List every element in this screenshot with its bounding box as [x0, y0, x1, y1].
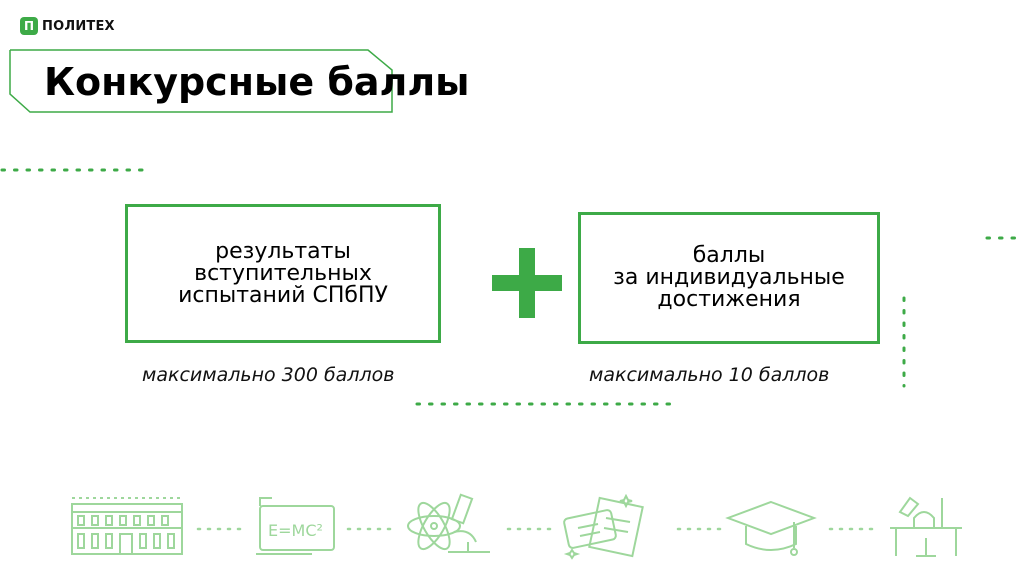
dotted-line-vertical: [902, 296, 906, 388]
politech-logo: П ПОЛИТЕХ: [20, 17, 115, 35]
icon-separator-2: [346, 527, 394, 531]
entrance-exams-caption: максимально 300 баллов: [142, 364, 395, 386]
icon-separator-5: [828, 527, 876, 531]
logo-text: ПОЛИТЕХ: [42, 18, 115, 34]
page-title: Конкурсные баллы: [44, 60, 470, 104]
title-frame: [9, 49, 393, 113]
atom-microscope-icon: [407, 493, 490, 553]
graduation-cap-icon: [725, 500, 817, 556]
icon-separator-3: [506, 527, 556, 531]
desk-lamp-icon: [890, 496, 962, 557]
achievements-box: баллы за индивидуальные достижения: [578, 212, 880, 344]
entrance-exams-box: результаты вступительных испытаний СПбПУ: [125, 204, 441, 343]
achievements-text: баллы за индивидуальные достижения: [613, 243, 845, 312]
logo-mark-icon: П: [20, 17, 38, 35]
dotted-line-left: [0, 168, 144, 172]
svg-text:E=MC²: E=MC²: [268, 521, 323, 540]
achievements-caption: максимально 10 баллов: [589, 364, 830, 386]
icon-separator-4: [676, 527, 722, 531]
dotted-line-bottom: [415, 402, 680, 406]
emc2-board-icon: E=MC²: [256, 497, 335, 555]
university-building-icon: [71, 497, 183, 555]
icon-separator-1: [196, 527, 246, 531]
dotted-line-right: [985, 236, 1024, 240]
entrance-exams-text: результаты вступительных испытаний СПбПУ: [178, 238, 388, 308]
plus-icon: [492, 248, 562, 318]
documents-icon: [563, 494, 644, 560]
